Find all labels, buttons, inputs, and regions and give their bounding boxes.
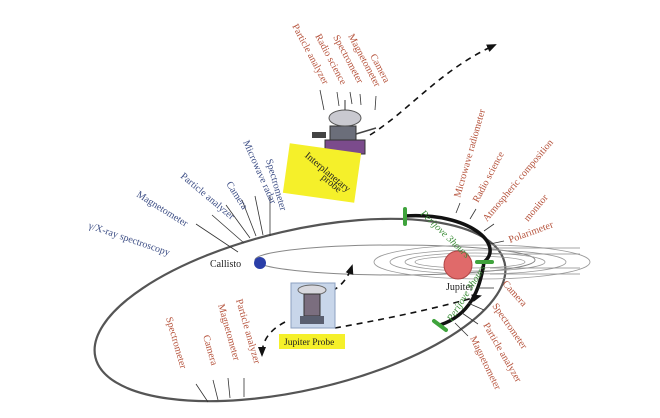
perijove-markers	[403, 207, 494, 332]
escape-trajectory	[369, 44, 497, 136]
probe-descent-trajectory	[258, 321, 286, 357]
probe-transfer-trajectory	[334, 294, 482, 329]
jupiter-probe-label-box	[279, 334, 345, 349]
jupiter-probe-label: Jupiter Probe	[284, 338, 334, 348]
jupiter-probe-spacecraft-icon	[290, 282, 336, 329]
capture-orbit	[93, 217, 507, 403]
jupiter-instrument-polarimeter: Polarimeter	[507, 219, 555, 246]
probe-instrument-spectrometer: Spectrometer	[163, 316, 188, 371]
callisto-label: Callisto	[210, 259, 241, 270]
interplanetary-spacecraft-icon	[312, 100, 377, 155]
probe-instrument-camera: Camera	[200, 334, 219, 367]
callisto-instrument-ticks	[195, 195, 271, 253]
perijove-label-upper: Perijove 3hours	[417, 208, 472, 261]
jupiter-upper-instrument-ticks	[455, 202, 505, 245]
jupiter-orbit-lines	[490, 247, 580, 275]
jupiter-instrument-atmospheric-composition-monitor: monitor	[522, 192, 551, 224]
callisto-instrument-gamma-xray: γ/X-ray spectroscopy	[86, 220, 171, 258]
callisto-moon	[254, 257, 266, 269]
jupiter-instrument-camera: Camera	[500, 279, 529, 310]
jupiter-lower-instrument-ticks	[454, 287, 494, 337]
interplanetary-instrument-ticks	[319, 89, 377, 111]
callisto-instrument-particle-analyzer: Particle analyzer	[178, 171, 237, 223]
probe-instrument-ticks	[195, 377, 245, 403]
jupiter-planet	[443, 250, 473, 280]
jupiter-label: Jupiter	[446, 282, 474, 293]
interplanetary-label-box	[282, 143, 362, 203]
callisto-instrument-magnetometer: Magnetometer	[134, 189, 190, 230]
